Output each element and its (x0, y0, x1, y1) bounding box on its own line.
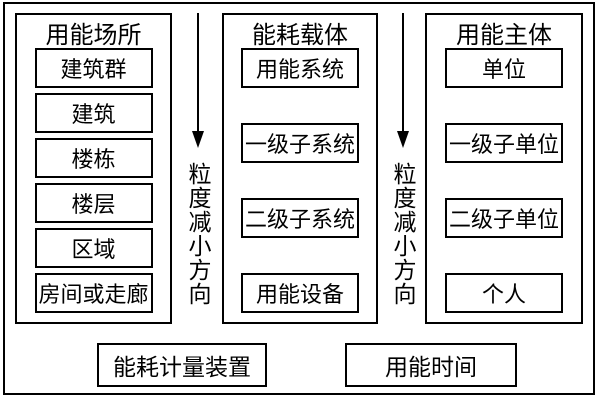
column-energy-carriers: 能耗载体 用能系统 一级子系统 二级子系统 用能设备 (222, 13, 378, 324)
node-room-or-corridor: 房间或走廊 (34, 273, 153, 313)
box-energy-use-time: 用能时间 (345, 343, 517, 387)
down-arrow-icon (397, 13, 409, 148)
outer-frame (3, 2, 595, 395)
node-zone: 区域 (34, 228, 153, 268)
granularity-direction-label: 粒度减小方向 (390, 162, 415, 306)
node-building: 建筑 (34, 93, 153, 133)
node-building-group: 建筑群 (34, 48, 153, 88)
node-energy-device: 用能设备 (241, 273, 359, 313)
down-arrow-icon (192, 13, 204, 148)
node-energy-system: 用能系统 (241, 48, 359, 88)
node-building-block: 楼栋 (34, 138, 153, 178)
node-individual: 个人 (445, 273, 563, 313)
box-energy-metering-device: 能耗计量装置 (97, 343, 267, 387)
node-level1-subsystem: 一级子系统 (241, 123, 359, 163)
node-unit: 单位 (445, 48, 563, 88)
column-energy-carriers-header: 能耗载体 (252, 23, 348, 49)
node-level2-subsystem: 二级子系统 (241, 198, 359, 238)
column-energy-places: 用能场所 建筑群 建筑 楼栋 楼层 区域 房间或走廊 (15, 13, 172, 324)
node-level1-subunit: 一级子单位 (445, 123, 563, 163)
column-energy-places-header: 用能场所 (45, 23, 142, 49)
granularity-direction-label: 粒度减小方向 (185, 162, 210, 306)
column-energy-subjects-header: 用能主体 (456, 23, 552, 49)
column-energy-subjects: 用能主体 单位 一级子单位 二级子单位 个人 (425, 13, 583, 324)
node-floor: 楼层 (34, 183, 153, 223)
node-level2-subunit: 二级子单位 (445, 198, 563, 238)
